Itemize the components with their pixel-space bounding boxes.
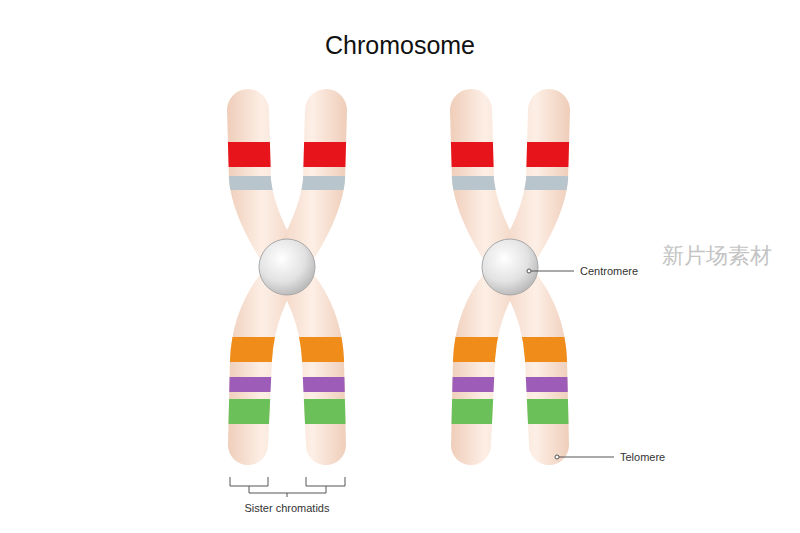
chromosome-left	[200, 89, 374, 465]
bracket-joiner	[249, 486, 326, 497]
diagram-title: Chromosome	[325, 31, 475, 60]
chromosome-right	[423, 89, 597, 465]
part-label: Centromere	[580, 265, 638, 278]
leader-dot	[555, 455, 559, 459]
part-label: Telomere	[620, 451, 665, 464]
bracket	[230, 477, 268, 486]
leader-lines	[230, 269, 614, 497]
part-label: Sister chromatids	[245, 502, 330, 515]
leader-dot	[527, 269, 531, 273]
leader-line	[559, 457, 614, 458]
leader-line	[531, 271, 574, 272]
bracket	[306, 477, 345, 486]
watermark: 新片场素材	[662, 243, 772, 268]
